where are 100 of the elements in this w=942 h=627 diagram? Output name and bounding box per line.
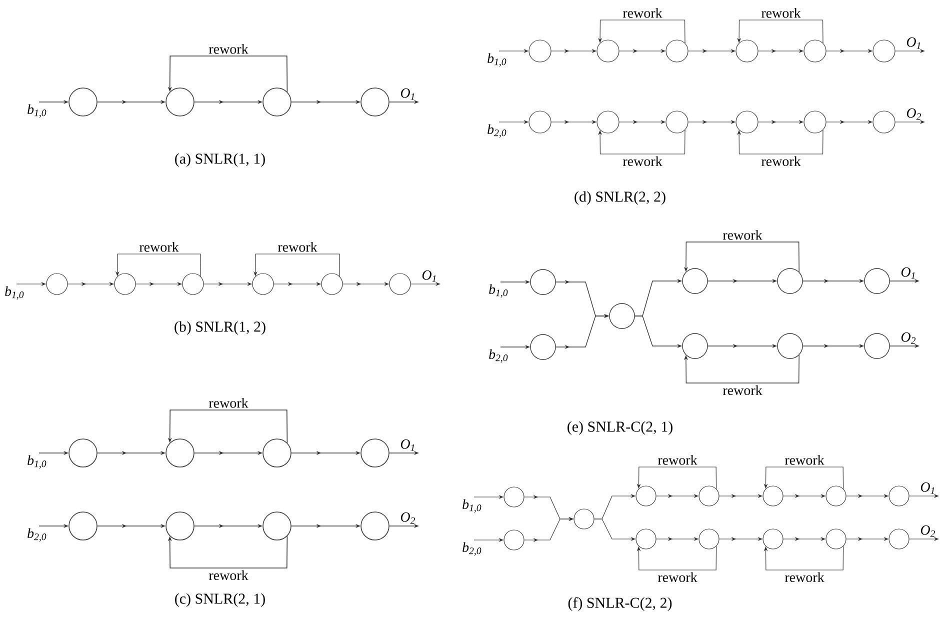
caption: (e) SNLR-C(2, 1) bbox=[568, 421, 672, 435]
edge-label: rework bbox=[276, 240, 318, 253]
station-circle bbox=[864, 333, 890, 359]
rework-loop-arrow bbox=[737, 130, 824, 154]
station-circle bbox=[636, 486, 656, 506]
rework-loop-arrow bbox=[737, 20, 824, 44]
variable-label: b$_{2,0}$ bbox=[462, 542, 482, 556]
caption: (a) SNLR(1, 1) bbox=[175, 153, 265, 167]
station-circle bbox=[360, 512, 390, 540]
rework-loop-arrow bbox=[598, 20, 686, 44]
variable-label: b$_{1,0}$ bbox=[5, 286, 24, 300]
station-circle bbox=[262, 438, 292, 468]
station-circle bbox=[736, 40, 758, 62]
station-circle bbox=[68, 438, 98, 468]
station-circle bbox=[777, 333, 803, 359]
station-circle bbox=[574, 508, 594, 530]
edge-label: rework bbox=[656, 454, 698, 466]
station-circle bbox=[114, 273, 136, 295]
station-circle bbox=[166, 512, 194, 540]
station-circle bbox=[166, 88, 194, 116]
variable-label: O$_{1}$ bbox=[400, 439, 414, 451]
edge-label: rework bbox=[784, 571, 826, 584]
station-circle bbox=[252, 273, 274, 295]
station-circle bbox=[736, 110, 758, 134]
variable-label: O$_{2}$ bbox=[920, 525, 935, 537]
station-circle bbox=[530, 334, 556, 360]
station-circle bbox=[504, 486, 524, 508]
rework-loop-arrow bbox=[598, 130, 686, 154]
variable-label: b$_{1,0}$ bbox=[488, 53, 506, 67]
station-circle bbox=[762, 528, 784, 550]
station-circle bbox=[166, 438, 194, 468]
variable-label: O$_{1}$ bbox=[920, 482, 934, 494]
variable-label: O$_{1}$ bbox=[906, 37, 920, 49]
variable-label: O$_{2}$ bbox=[906, 108, 921, 120]
station-circle bbox=[504, 530, 524, 550]
station-circle bbox=[182, 273, 204, 295]
station-circle bbox=[888, 528, 910, 550]
station-circle bbox=[596, 110, 620, 134]
edge-label: rework bbox=[622, 155, 664, 168]
caption: (b) SNLR(1, 2) bbox=[174, 321, 266, 335]
variable-label: O$_{2}$ bbox=[901, 332, 916, 344]
variable-label: b$_{2,0}$ bbox=[489, 349, 508, 363]
caption: (f) SNLR-C(2, 2) bbox=[568, 597, 672, 611]
rework-loop-arrow bbox=[684, 354, 800, 384]
caption: (d) SNLR(2, 2) bbox=[574, 191, 666, 205]
station-circle bbox=[530, 269, 556, 295]
station-circle bbox=[872, 40, 896, 62]
station-circle bbox=[826, 486, 846, 506]
station-circle bbox=[68, 512, 98, 540]
edge-label: rework bbox=[784, 454, 826, 466]
station-circle bbox=[360, 438, 390, 468]
station-circle bbox=[698, 486, 720, 506]
station-circle bbox=[864, 268, 890, 294]
variable-label: b$_{1,0}$ bbox=[489, 284, 508, 298]
station-circle bbox=[666, 40, 688, 62]
station-circle bbox=[888, 486, 910, 506]
station-circle bbox=[46, 273, 68, 295]
variable-label: b$_{1,0}$ bbox=[28, 455, 46, 469]
station-circle bbox=[872, 110, 896, 134]
station-circle bbox=[360, 88, 390, 116]
station-circle bbox=[609, 303, 635, 329]
station-circle bbox=[596, 40, 620, 62]
station-circle bbox=[682, 268, 708, 294]
edge-label: rework bbox=[722, 384, 764, 396]
station-circle bbox=[777, 268, 803, 294]
edge-label: rework bbox=[656, 571, 698, 584]
rework-loop-arrow bbox=[764, 546, 844, 570]
edge-label: rework bbox=[208, 396, 250, 409]
caption: (c) SNLR(2, 1) bbox=[175, 593, 265, 607]
station-circle bbox=[528, 40, 552, 62]
variable-label: b$_{2,0}$ bbox=[28, 528, 46, 542]
rework-loop-arrow bbox=[168, 536, 288, 568]
edge-label: rework bbox=[722, 228, 764, 241]
variable-label: b$_{1,0}$ bbox=[462, 499, 482, 513]
variable-label: O$_{1}$ bbox=[400, 88, 414, 100]
edge-label: rework bbox=[208, 42, 250, 55]
station-circle bbox=[389, 273, 411, 295]
rework-loop-arrow bbox=[636, 546, 717, 570]
station-circle bbox=[262, 512, 292, 540]
station-circle bbox=[528, 110, 552, 134]
station-circle bbox=[682, 333, 708, 359]
station-circle bbox=[666, 110, 688, 134]
station-circle bbox=[636, 528, 656, 550]
station-circle bbox=[804, 40, 826, 62]
edge-label: rework bbox=[208, 569, 250, 582]
variable-label: O$_{1}$ bbox=[901, 267, 915, 279]
station-circle bbox=[826, 528, 846, 550]
variable-label: b$_{1,0}$ bbox=[28, 104, 46, 118]
variable-label: b$_{2,0}$ bbox=[488, 124, 506, 138]
station-circle bbox=[804, 110, 826, 134]
station-circle bbox=[262, 88, 292, 116]
edge-label: rework bbox=[138, 240, 180, 253]
station-circle bbox=[68, 88, 98, 116]
edge-label: rework bbox=[760, 6, 802, 19]
variable-label: O$_{1}$ bbox=[422, 270, 436, 282]
variable-label: O$_{2}$ bbox=[400, 512, 415, 524]
edge-label: rework bbox=[622, 6, 664, 19]
edge-label: rework bbox=[760, 155, 802, 168]
station-circle bbox=[321, 273, 343, 295]
station-circle bbox=[762, 486, 784, 506]
